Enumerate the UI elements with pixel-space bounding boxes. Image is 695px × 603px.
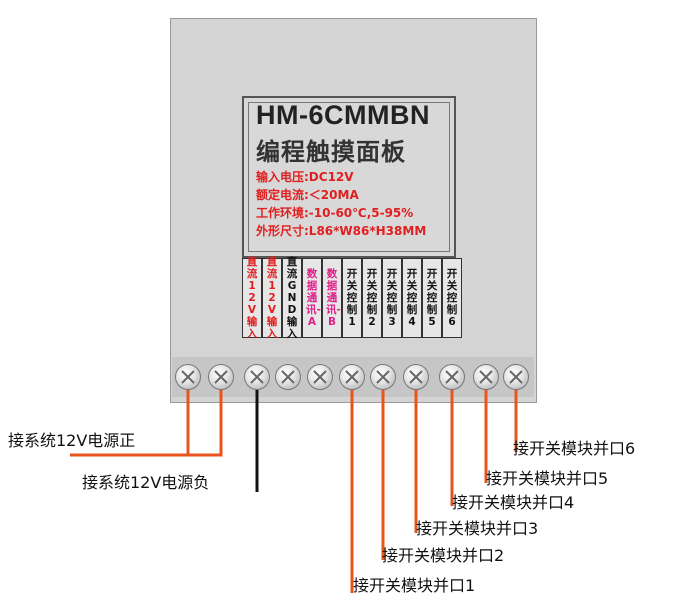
terminal-label-strip: 直流12V输入 直流12V输入 直流GND输入 数据通讯-A 数据通讯-B 开关… bbox=[242, 256, 462, 340]
terminal-screw-icon bbox=[439, 364, 465, 390]
terminal-label-text: 开关控制5 bbox=[426, 268, 438, 328]
terminal-label-text: 直流12V输入 bbox=[246, 256, 258, 340]
terminal-screw-icon bbox=[208, 364, 234, 390]
terminal-label-8: 开关控制3 bbox=[382, 258, 402, 338]
spec-rated-current: 额定电流:＜20MA bbox=[256, 188, 359, 202]
terminal-label-10: 开关控制5 bbox=[422, 258, 442, 338]
terminal-label-1: 直流12V输入 bbox=[242, 256, 262, 340]
terminal-label-text: 开关控制6 bbox=[446, 268, 458, 328]
terminal-label-text: 数据通讯-A bbox=[306, 268, 321, 328]
terminal-label-2: 直流12V输入 bbox=[262, 256, 282, 340]
callout-port-4: 接开关模块并口4 bbox=[452, 493, 575, 512]
terminal-screw-icon bbox=[503, 364, 529, 390]
terminal-label-text: 数据通讯-B bbox=[326, 268, 341, 328]
model-number: HM-6CMMBN bbox=[256, 100, 430, 130]
terminal-label-9: 开关控制4 bbox=[402, 258, 422, 338]
board-name: 编程触摸面板 bbox=[256, 138, 406, 166]
callout-port-2: 接开关模块并口2 bbox=[382, 546, 505, 565]
terminal-screw-icon bbox=[370, 364, 396, 390]
spec-environment: 工作环境:-10-60℃,5-95% bbox=[256, 206, 414, 220]
terminal-label-4: 数据通讯-A bbox=[302, 258, 322, 338]
terminal-label-7: 开关控制2 bbox=[362, 258, 382, 338]
terminal-label-5: 数据通讯-B bbox=[322, 258, 342, 338]
terminal-screw-icon bbox=[244, 364, 270, 390]
spec-input-voltage: 输入电压:DC12V bbox=[256, 170, 354, 184]
terminal-screw-icon bbox=[403, 364, 429, 390]
callout-port-6: 接开关模块并口6 bbox=[513, 439, 636, 458]
callout-power-positive: 接系统12V电源正 bbox=[8, 431, 136, 450]
terminal-label-text: 开关控制3 bbox=[386, 268, 398, 328]
terminal-label-text: 直流GND输入 bbox=[286, 256, 298, 340]
terminal-label-text: 直流12V输入 bbox=[266, 256, 278, 340]
terminal-screw-icon bbox=[473, 364, 499, 390]
callout-power-negative: 接系统12V电源负 bbox=[82, 473, 210, 492]
terminal-label-11: 开关控制6 bbox=[442, 258, 462, 338]
terminal-label-text: 开关控制4 bbox=[406, 268, 418, 328]
terminal-label-3: 直流GND输入 bbox=[282, 256, 302, 340]
terminal-screw-icon bbox=[175, 364, 201, 390]
product-label: HM-6CMMBN 编程触摸面板 输入电压:DC12V 额定电流:＜20MA 工… bbox=[242, 96, 456, 258]
terminal-label-text: 开关控制2 bbox=[366, 268, 378, 328]
terminal-screw-icon bbox=[275, 364, 301, 390]
label-inner-border bbox=[248, 102, 450, 252]
callout-port-5: 接开关模块并口5 bbox=[486, 469, 609, 488]
terminal-label-6: 开关控制1 bbox=[342, 258, 362, 338]
terminal-screw-icon bbox=[307, 364, 333, 390]
terminal-screw-icon bbox=[339, 364, 365, 390]
callout-port-3: 接开关模块并口3 bbox=[416, 519, 539, 538]
spec-dimensions: 外形尺寸:L86*W86*H38MM bbox=[256, 224, 427, 238]
terminal-label-text: 开关控制1 bbox=[346, 268, 358, 328]
callout-port-1: 接开关模块并口1 bbox=[353, 576, 476, 595]
